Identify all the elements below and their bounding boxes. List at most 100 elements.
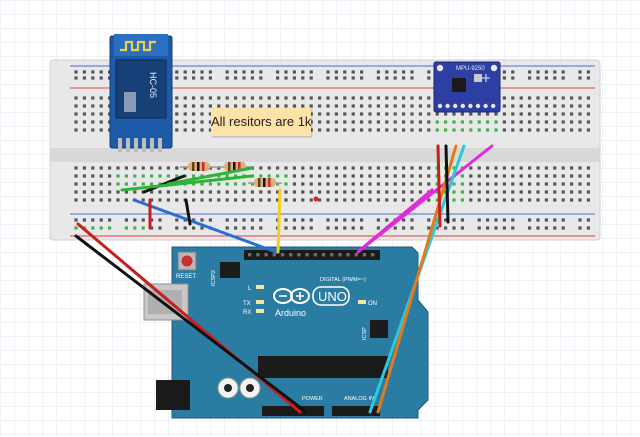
terminal-hole bbox=[183, 104, 187, 108]
rail-hole bbox=[292, 226, 296, 230]
digital-pin bbox=[313, 253, 317, 257]
analog-header bbox=[332, 406, 380, 416]
wire-blue-hc05 bbox=[132, 198, 278, 254]
terminal-hole bbox=[570, 104, 574, 108]
terminal-hole bbox=[578, 104, 582, 108]
rail-hole bbox=[259, 70, 263, 74]
terminal-hole bbox=[502, 198, 506, 202]
terminal-hole bbox=[192, 190, 196, 194]
terminal-hole bbox=[528, 182, 532, 186]
terminal-hole bbox=[351, 96, 355, 100]
rail-hole bbox=[208, 76, 212, 80]
terminal-hole bbox=[385, 104, 389, 108]
terminal-hole bbox=[393, 104, 397, 108]
terminal-hole bbox=[410, 112, 414, 116]
rail-hole bbox=[502, 226, 506, 230]
rail-hole bbox=[99, 218, 103, 222]
rail-hole bbox=[544, 218, 548, 222]
terminal-hole bbox=[74, 128, 78, 132]
terminal-hole bbox=[519, 120, 523, 124]
terminal-hole bbox=[217, 96, 221, 100]
terminal-hole bbox=[519, 104, 523, 108]
rail-hole bbox=[511, 76, 515, 80]
rail-hole bbox=[301, 218, 305, 222]
terminal-hole bbox=[427, 128, 431, 132]
terminal-hole bbox=[553, 104, 557, 108]
terminal-hole bbox=[536, 112, 540, 116]
terminal-hole bbox=[334, 120, 338, 124]
mpu-pin bbox=[437, 103, 443, 109]
rail-hole bbox=[511, 218, 515, 222]
terminal-hole bbox=[82, 112, 86, 116]
rail-hole bbox=[360, 70, 364, 74]
terminal-hole bbox=[402, 120, 406, 124]
terminal-hole bbox=[469, 190, 473, 194]
terminal-hole bbox=[427, 120, 431, 124]
terminal-hole bbox=[301, 190, 305, 194]
terminal-hole bbox=[91, 198, 95, 202]
terminal-hole bbox=[578, 182, 582, 186]
terminal-hole bbox=[217, 190, 221, 194]
terminal-hole bbox=[124, 166, 128, 170]
digital-pin bbox=[248, 253, 252, 257]
terminal-hole bbox=[427, 112, 431, 116]
terminal-hole bbox=[259, 166, 263, 170]
terminal-hole bbox=[570, 166, 574, 170]
terminal-hole bbox=[74, 182, 78, 186]
rail-hole bbox=[561, 226, 565, 230]
terminal-hole bbox=[553, 112, 557, 116]
terminal-hole bbox=[494, 182, 498, 186]
resistor-1 bbox=[180, 162, 218, 171]
terminal-hole bbox=[99, 174, 103, 178]
terminal-hole bbox=[334, 96, 338, 100]
terminal-hole bbox=[124, 198, 128, 202]
rail-hole bbox=[452, 218, 456, 222]
terminal-hole bbox=[460, 182, 464, 186]
mpu-pin bbox=[453, 103, 458, 109]
digital-pin bbox=[256, 253, 260, 257]
terminal-hole bbox=[502, 190, 506, 194]
rail-hole bbox=[536, 226, 540, 230]
rail-hole bbox=[108, 218, 112, 222]
terminal-hole bbox=[141, 166, 145, 170]
terminal-hole bbox=[284, 190, 288, 194]
digital-pin bbox=[346, 253, 350, 257]
terminal-hole bbox=[519, 128, 523, 132]
terminal-hole bbox=[528, 174, 532, 178]
rail-hole bbox=[309, 218, 313, 222]
terminal-hole bbox=[360, 190, 364, 194]
terminal-hole bbox=[553, 96, 557, 100]
terminal-hole bbox=[351, 174, 355, 178]
rail-hole bbox=[578, 76, 582, 80]
terminal-hole bbox=[234, 96, 238, 100]
terminal-hole bbox=[192, 128, 196, 132]
rail-hole bbox=[158, 218, 162, 222]
rail-hole bbox=[351, 226, 355, 230]
terminal-hole bbox=[528, 198, 532, 202]
terminal-hole bbox=[292, 198, 296, 202]
terminal-hole bbox=[460, 120, 464, 124]
terminal-hole bbox=[469, 174, 473, 178]
digital-pin bbox=[305, 253, 309, 257]
terminal-hole bbox=[334, 112, 338, 116]
terminal-hole bbox=[150, 174, 154, 178]
hc05-pin bbox=[118, 138, 122, 152]
terminal-hole bbox=[578, 174, 582, 178]
terminal-hole bbox=[586, 120, 590, 124]
rail-hole bbox=[502, 76, 506, 80]
terminal-hole bbox=[234, 198, 238, 202]
terminal-hole bbox=[418, 128, 422, 132]
wire-black-resistor bbox=[184, 198, 192, 226]
rail-hole bbox=[351, 70, 355, 74]
rail-hole bbox=[99, 226, 103, 230]
rail-hole bbox=[528, 226, 532, 230]
terminal-hole bbox=[460, 128, 464, 132]
terminal-hole bbox=[486, 112, 490, 116]
terminal-hole bbox=[99, 182, 103, 186]
rail-hole bbox=[528, 76, 532, 80]
terminal-hole bbox=[225, 190, 229, 194]
rail-hole bbox=[511, 70, 515, 74]
rail-holes-bottom bbox=[74, 218, 590, 230]
terminal-hole bbox=[536, 190, 540, 194]
